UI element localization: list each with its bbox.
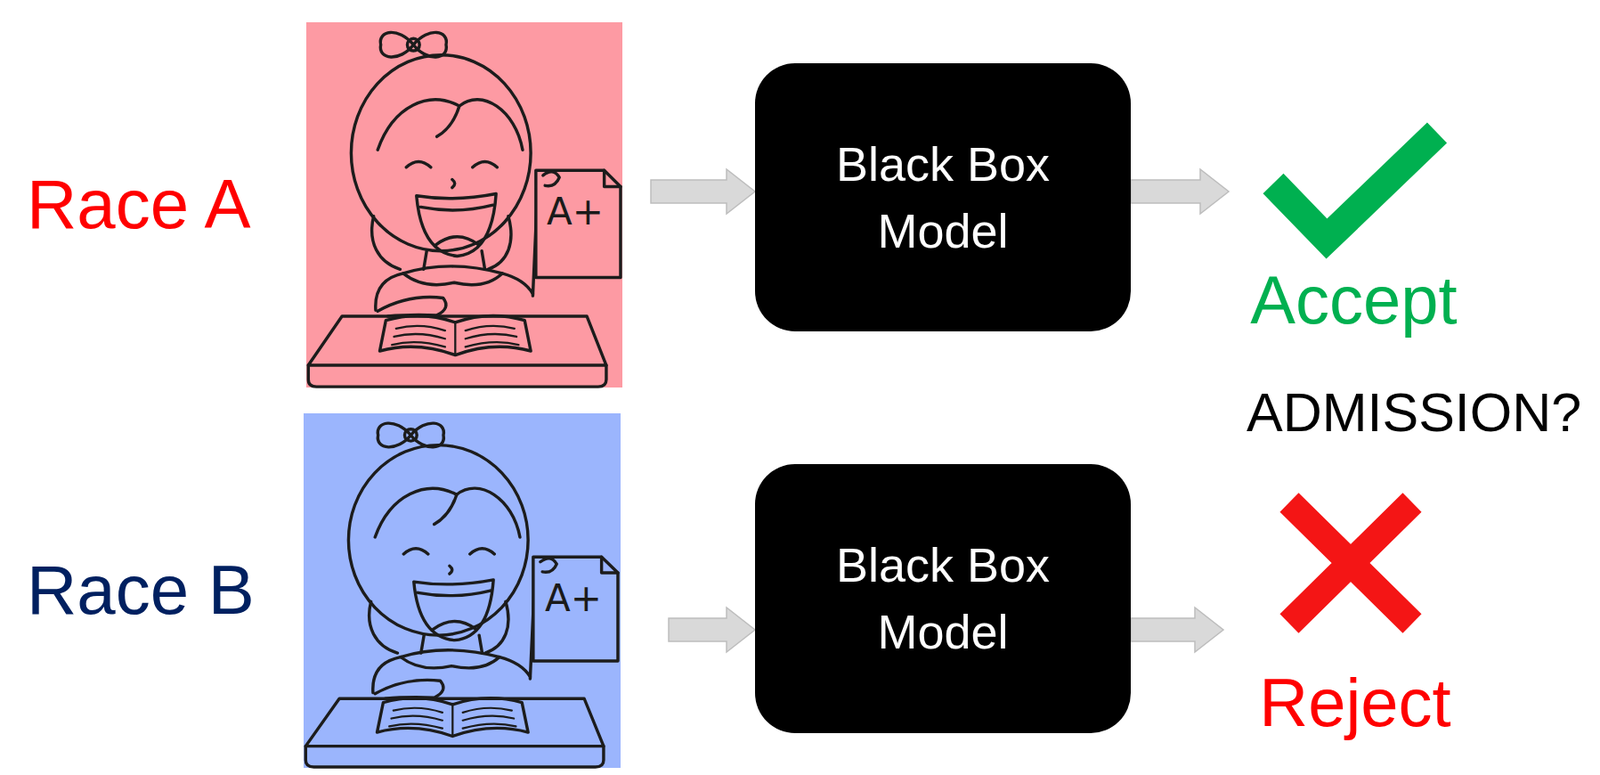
student-illustration (305, 422, 618, 767)
flow-arrow (1130, 169, 1229, 214)
student-illustration (308, 32, 621, 387)
model-box: Black Box Model (755, 63, 1131, 332)
grade-text: A+ (546, 190, 604, 234)
node-text: Reject (1258, 663, 1451, 741)
node-text: Race B (26, 550, 255, 631)
node-text: Accept (1250, 260, 1457, 339)
node-text: Race A (26, 164, 251, 245)
flow-arrow (668, 607, 756, 652)
node-text: Black Box Model (809, 130, 1077, 264)
race-b-panel (303, 413, 621, 768)
check-mark (1273, 132, 1438, 239)
outcome-label: Accept (1228, 124, 1479, 339)
node-text: Black Box Model (809, 531, 1077, 665)
flow-arrow (1130, 607, 1224, 652)
outcome-label: Reject (1237, 494, 1473, 741)
flow-arrow (650, 169, 756, 214)
race-group: Race A (17, 22, 624, 388)
cross-mark (1289, 502, 1413, 624)
model-box: Black Box Model (755, 463, 1131, 733)
race-a-panel (306, 22, 623, 388)
grade-text: A+ (544, 576, 602, 620)
race-group: Race B (17, 413, 621, 768)
question-text: ADMISSION? (1246, 381, 1582, 444)
